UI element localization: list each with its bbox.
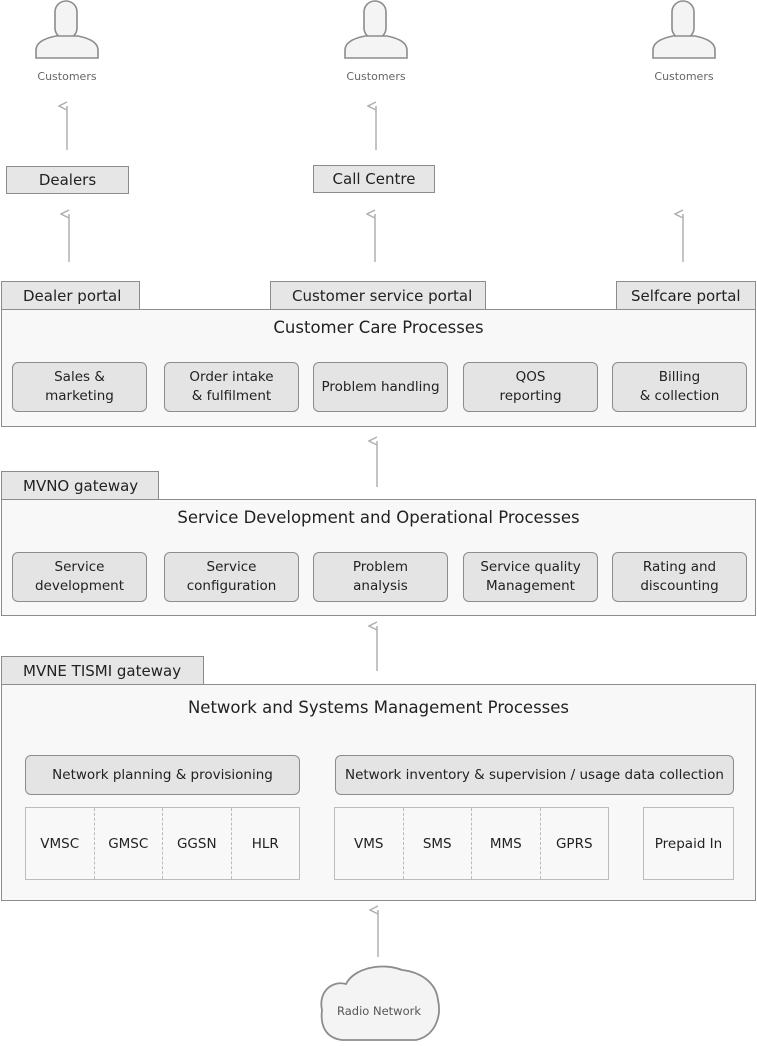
gmsc-element: GMSC [93, 808, 163, 879]
gprs-element: GPRS [539, 808, 609, 879]
order-intake-process: Order intake & fulfilment [164, 362, 299, 412]
dealers-node: Dealers [6, 166, 129, 194]
customer-service-portal-tab: Customer service portal [270, 281, 486, 310]
customer-actor-2: Customers [326, 0, 426, 83]
prepaid-element-box: Prepaid In [643, 807, 734, 880]
billing-collection-process: Billing & collection [612, 362, 747, 412]
qos-reporting-process: QOS reporting [463, 362, 598, 412]
radio-network-label: Radio Network [337, 1004, 421, 1018]
network-planning-process: Network planning & provisioning [25, 755, 300, 795]
person-icon [35, 0, 99, 59]
network-management-title: Network and Systems Management Processes [187, 698, 570, 717]
service-quality-process: Service quality Management [463, 552, 598, 602]
mvne-gateway-tab: MVNE TISMI gateway [1, 656, 204, 685]
vmsc-element: VMSC [40, 835, 80, 852]
customer-care-panel: Customer Care Processes Sales & marketin… [1, 309, 756, 427]
prepaid-in-element: Prepaid In [654, 835, 723, 852]
service-configuration-process: Service configuration [164, 552, 299, 602]
call-centre-node: Call Centre [313, 165, 435, 193]
selfcare-portal-tab: Selfcare portal [616, 281, 756, 310]
customer-actor-1: Customers [17, 0, 117, 83]
mvno-gateway-tab: MVNO gateway [1, 471, 159, 500]
network-management-panel: Network and Systems Management Processes… [1, 684, 756, 901]
sales-marketing-process: Sales & marketing [12, 362, 147, 412]
problem-analysis-process: Problem analysis [313, 552, 448, 602]
ggsn-element: GGSN [162, 808, 231, 879]
service-platform-elements: VMS SMS MMS GPRS [334, 807, 609, 880]
service-development-title: Service Development and Operational Proc… [177, 508, 580, 527]
customer-care-title: Customer Care Processes [273, 318, 484, 337]
customer-label: Customers [654, 70, 714, 83]
vms-element: VMS [354, 835, 384, 852]
dealer-portal-tab: Dealer portal [1, 281, 140, 310]
customer-label: Customers [37, 70, 97, 83]
problem-handling-process: Problem handling [313, 362, 448, 412]
rating-discounting-process: Rating and discounting [612, 552, 747, 602]
service-development-process: Service development [12, 552, 147, 602]
core-network-elements: VMSC GMSC GGSN HLR [25, 807, 300, 880]
person-icon [652, 0, 716, 59]
cloud-icon [320, 965, 440, 1041]
network-inventory-process: Network inventory & supervision / usage … [335, 755, 734, 795]
mms-element: MMS [471, 808, 540, 879]
service-development-panel: Service Development and Operational Proc… [1, 499, 756, 616]
customer-label: Customers [346, 70, 406, 83]
sms-element: SMS [402, 808, 472, 879]
hlr-element: HLR [230, 808, 300, 879]
person-icon [344, 0, 408, 59]
customer-actor-3: Customers [634, 0, 734, 83]
